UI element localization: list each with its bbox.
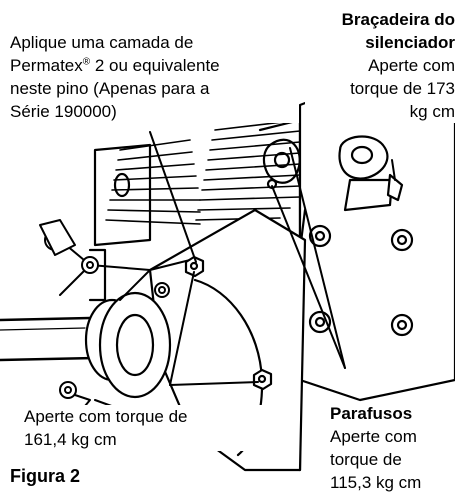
pin-note-product: Permatex: [10, 56, 83, 75]
pin-note-line: neste pino (Apenas para a: [10, 79, 210, 98]
pin-note: Aplique uma camada de Permatex® 2 ou equ…: [10, 31, 299, 123]
pin-note-line: Aplique uma camada de: [10, 33, 194, 52]
bolts-torque: 115,3 kg cm: [330, 473, 422, 492]
left-torque-line: 161,4 kg cm: [24, 430, 117, 449]
pin-note-line: Permatex® 2 ou equivalente: [10, 54, 295, 77]
clamp-torque: Aperte com: [368, 56, 455, 75]
cooling-fins: [105, 109, 301, 225]
clamp-title: silenciador: [365, 33, 455, 52]
clamp-torque: torque de 173: [350, 79, 455, 98]
leader-lines: [149, 131, 396, 386]
bolts-torque: torque de: [330, 450, 402, 469]
exhaust-pipe: [0, 291, 172, 399]
left-housing: [88, 143, 152, 302]
pin-note-text: 2 ou equivalente: [90, 56, 220, 75]
left-torque-line: Aperte com torque de: [24, 407, 188, 426]
bolts: [184, 178, 278, 391]
clamp-callout: Braçadeira do silenciador Aperte com tor…: [305, 8, 455, 123]
bolts-torque: Aperte com: [330, 427, 417, 446]
muffler-clamp: [338, 135, 404, 212]
registered-mark: ®: [82, 56, 91, 68]
clamp-title: Braçadeira do: [341, 10, 455, 29]
mounting-plate: [298, 78, 455, 402]
left-torque-callout: Aperte com torque de 161,4 kg cm: [24, 405, 274, 451]
bolts-callout: Parafusos Aperte com torque de 115,3 kg …: [324, 402, 455, 494]
pin-note-line: Série 190000): [10, 102, 117, 121]
bolts-title: Parafusos: [330, 404, 413, 423]
clamp-torque: kg cm: [409, 102, 455, 121]
figure-caption: Figura 2: [10, 466, 81, 486]
